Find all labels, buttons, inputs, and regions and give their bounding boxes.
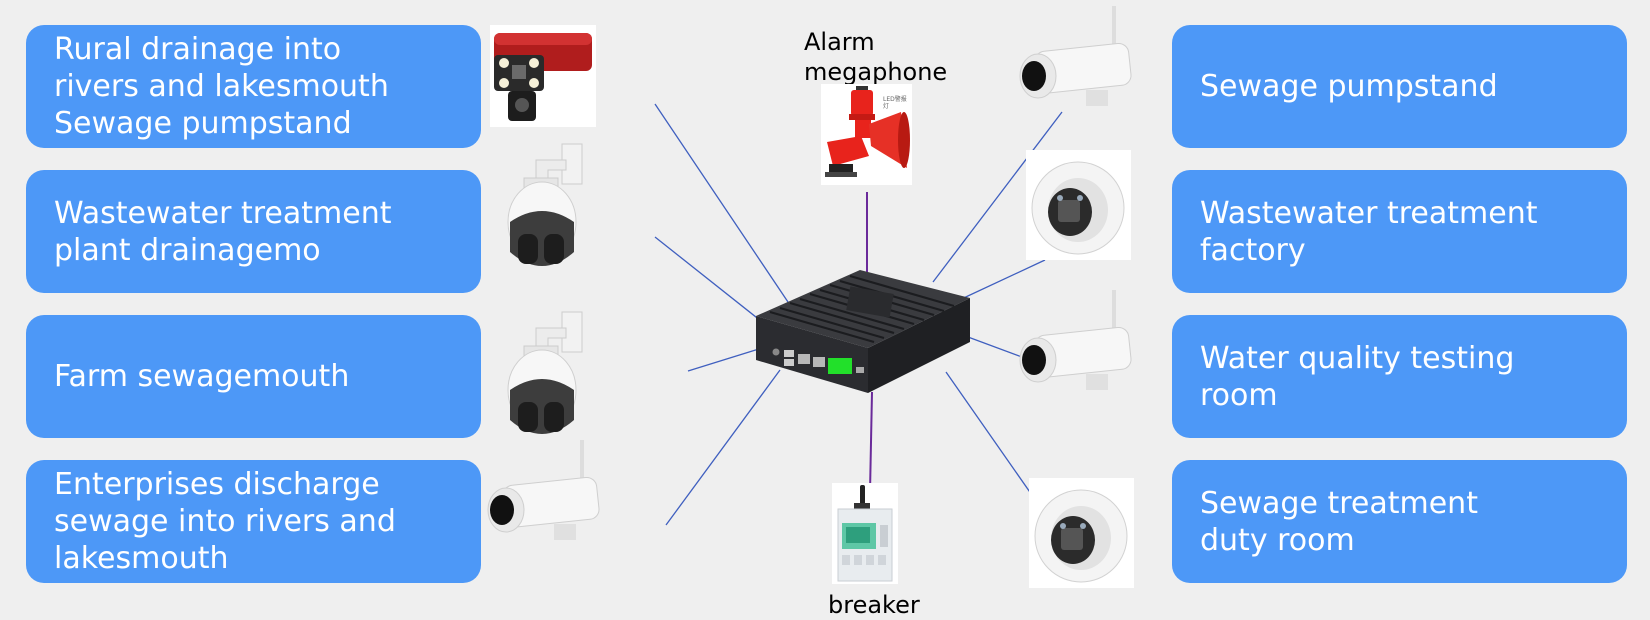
ptz-dome-camera-icon [507, 311, 583, 434]
ptz-dome-camera-2-photo [496, 308, 588, 450]
left-box-farm-sewage: Farm sewagemouth [26, 315, 481, 438]
wire-left-3 [687, 347, 763, 372]
wire-right-2 [954, 259, 1046, 303]
alarm-sign-text: LED警报灯 [883, 96, 907, 110]
right-box-water-quality-room: Water quality testing room [1172, 315, 1627, 438]
bullet-camera-left-photo [484, 440, 602, 552]
alarm-label: Alarm megaphone [804, 28, 948, 86]
bullet-camera-icon [487, 440, 600, 540]
right-box-label: Sewage treatment duty room [1200, 485, 1478, 558]
led-indicator [828, 358, 852, 374]
ptz-dome-camera-icon [507, 143, 583, 266]
left-box-label: Rural drainage into rivers and lakesmout… [54, 32, 389, 141]
left-box-rural-drainage: Rural drainage into rivers and lakesmout… [26, 25, 481, 148]
wire-left-1 [654, 103, 791, 306]
breaker-icon [837, 485, 893, 582]
turret-camera-icon [1034, 489, 1128, 583]
right-box-wastewater-factory: Wastewater treatment factory [1172, 170, 1627, 293]
wire-left-2 [654, 236, 767, 326]
bullet-camera-icon [1019, 290, 1132, 390]
right-box-sewage-pumpstand: Sewage pumpstand [1172, 25, 1627, 148]
alarm-megaphone-photo: LED警报灯 [821, 84, 912, 185]
alarm-megaphone-icon [825, 86, 910, 177]
turret-camera-1-photo [1026, 150, 1131, 260]
bullet-camera-right-2-photo [1016, 290, 1134, 402]
wire-right-3 [967, 336, 1031, 361]
breaker-photo [832, 483, 898, 584]
wire-right-1 [932, 111, 1063, 283]
red-bullet-camera-photo [490, 25, 596, 127]
bullet-camera-icon [1019, 6, 1132, 106]
left-box-label: Enterprises discharge sewage into rivers… [54, 467, 396, 576]
right-box-duty-room: Sewage treatment duty room [1172, 460, 1627, 583]
red-bullet-camera-icon [494, 33, 592, 121]
left-box-wastewater-plant: Wastewater treatment plant drainagemo [26, 170, 481, 293]
wire-left-4 [665, 369, 781, 526]
bullet-camera-right-1-photo [1016, 6, 1134, 118]
left-box-enterprises-discharge: Enterprises discharge sewage into rivers… [26, 460, 481, 583]
right-box-label: Sewage pumpstand [1200, 69, 1498, 104]
right-box-label: Wastewater treatment factory [1200, 195, 1538, 268]
left-box-label: Farm sewagemouth [54, 359, 350, 394]
turret-camera-2-photo [1029, 478, 1134, 588]
left-box-label: Wastewater treatment plant drainagemo [54, 195, 392, 268]
right-box-label: Water quality testing room [1200, 340, 1515, 413]
gateway-device-icon [756, 270, 970, 393]
breaker-label: breaker [828, 591, 920, 619]
wire-breaker [869, 391, 873, 493]
turret-camera-icon [1031, 161, 1125, 255]
ptz-dome-camera-1-photo [496, 140, 588, 282]
